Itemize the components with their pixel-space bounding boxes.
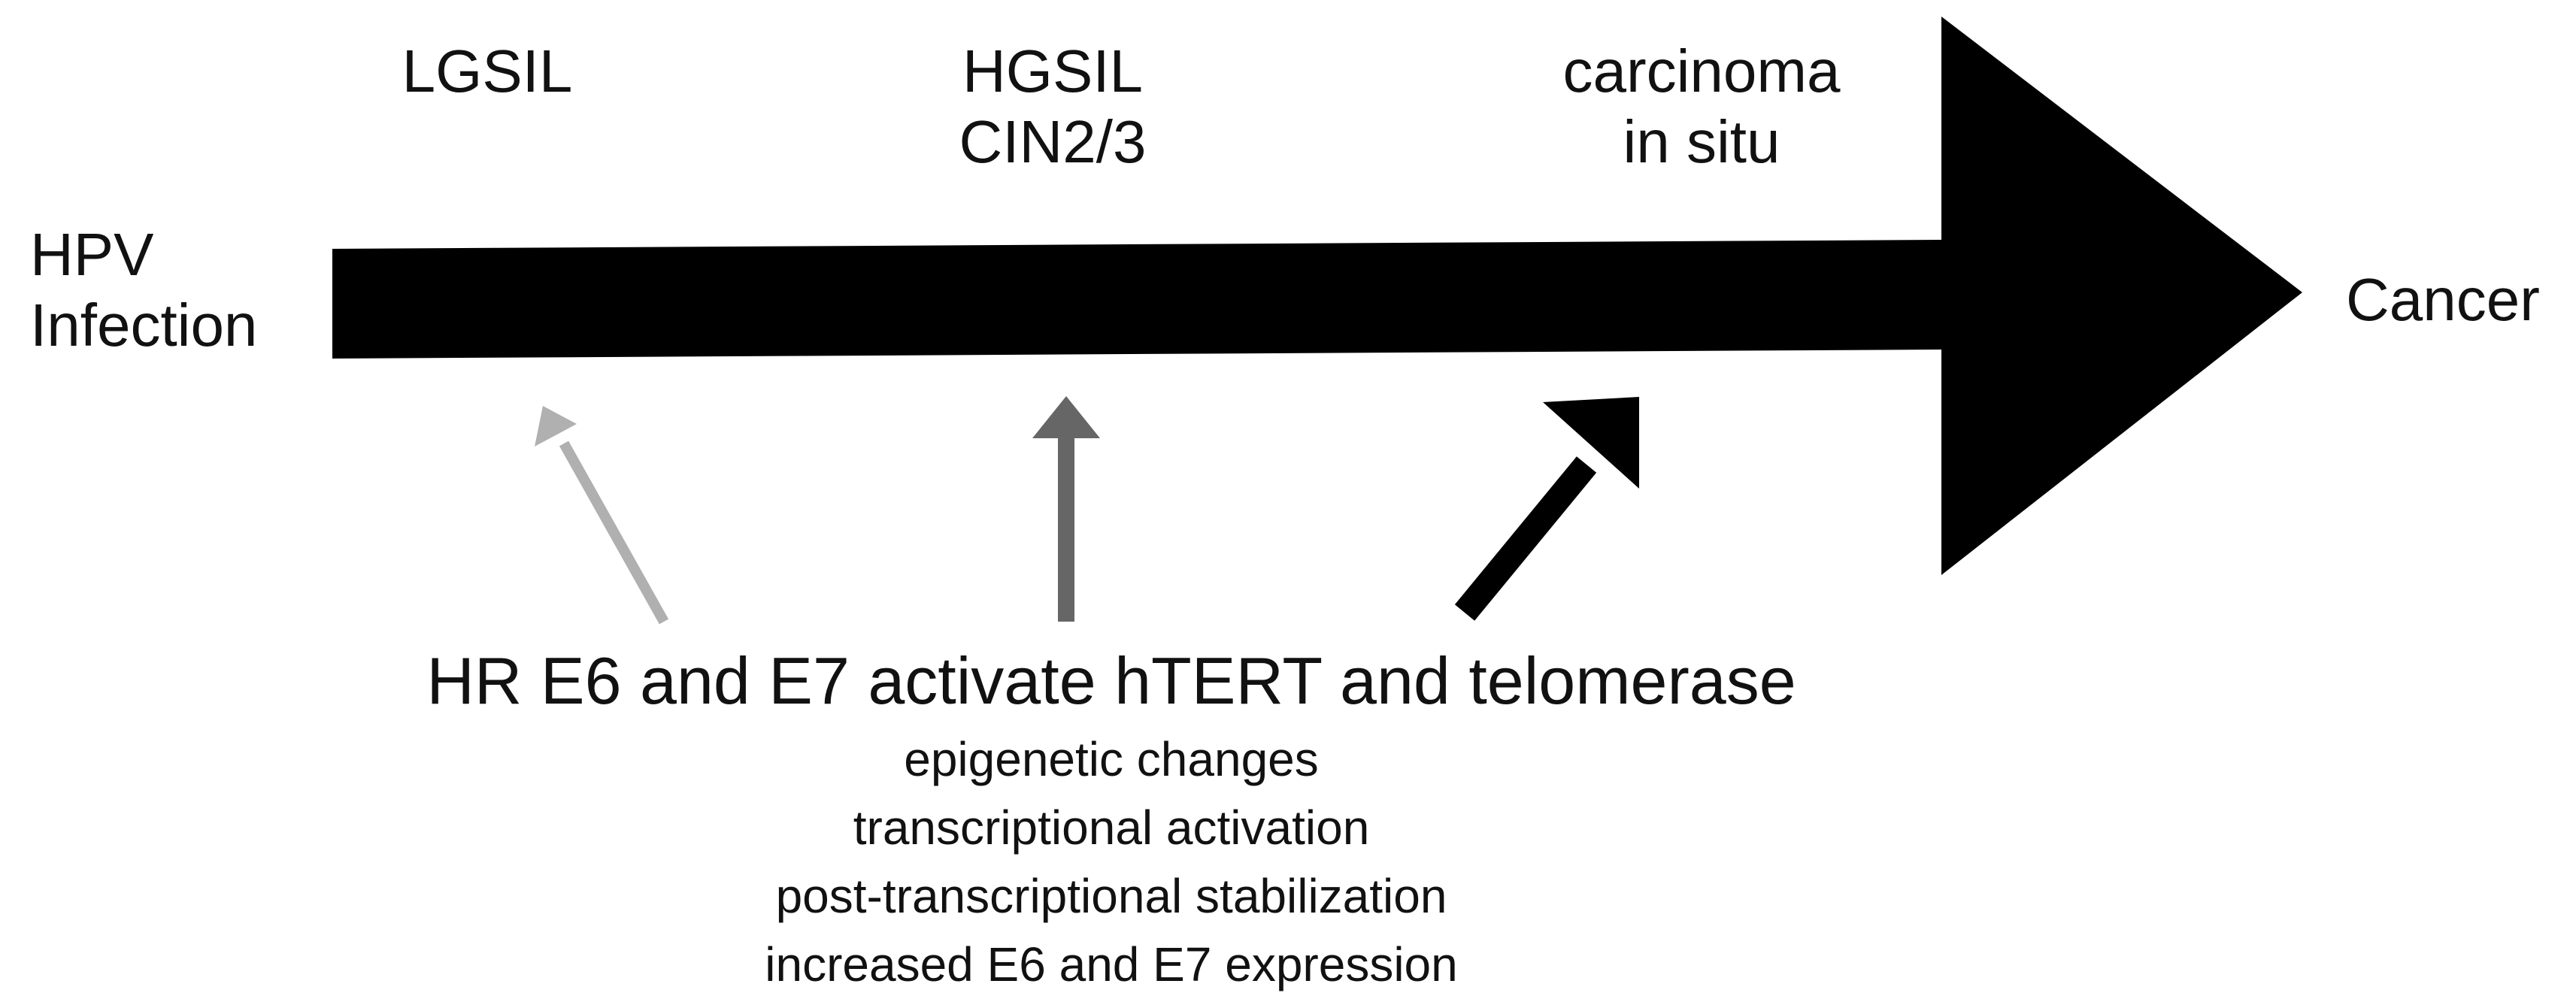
mechanism-detail: transcriptional activation <box>853 800 1370 855</box>
start-label: HPV Infection <box>30 219 257 360</box>
mechanism-details: epigenetic changes transcriptional activ… <box>765 725 1457 999</box>
stage-label-line: CIN2/3 <box>959 107 1147 175</box>
end-label: Cancer <box>2346 266 2540 333</box>
arrow-to-lgsil <box>535 406 669 625</box>
stage-label-line: HGSIL <box>962 38 1144 104</box>
start-label-line: HPV <box>30 221 154 288</box>
arrow-to-hgsil <box>1032 396 1100 622</box>
mechanism-detail: increased E6 and E7 expression <box>765 937 1458 991</box>
stage-label-hgsil: HGSIL CIN2/3 <box>959 36 1147 177</box>
stage-label-line: in situ <box>1623 107 1780 175</box>
stage-label-carcinoma: carcinoma in situ <box>1562 36 1840 177</box>
mechanism-detail: post-transcriptional stabilization <box>775 868 1447 923</box>
arrow-to-carcinoma <box>1454 397 1639 621</box>
start-label-line: Infection <box>30 291 258 359</box>
stage-label-lgsil: LGSIL <box>402 36 573 107</box>
progression-arrow <box>332 17 2302 575</box>
stage-label-line: carcinoma <box>1562 38 1841 104</box>
stage-label-line: LGSIL <box>402 38 573 104</box>
mechanism-detail: epigenetic changes <box>904 732 1319 786</box>
mechanism-title: HR E6 and E7 activate hTERT and telomera… <box>426 643 1796 718</box>
